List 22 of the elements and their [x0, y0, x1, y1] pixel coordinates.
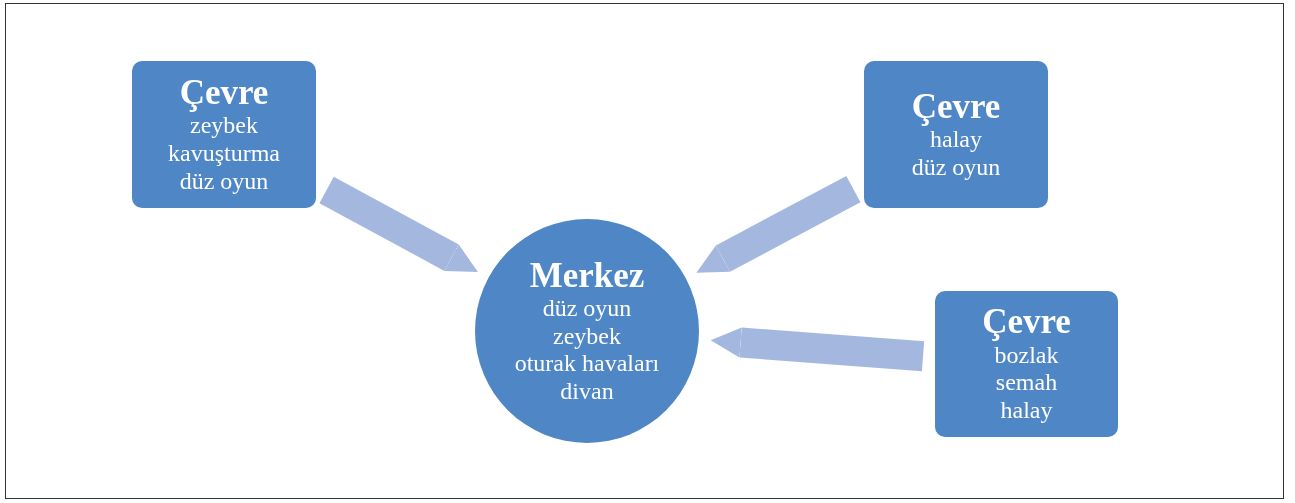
node-item: oturak havaları	[514, 350, 660, 378]
node-title: Çevre	[179, 73, 269, 113]
block-arrow	[696, 175, 861, 273]
node-item: düz oyun	[542, 295, 632, 323]
node-item: bozlak	[994, 341, 1059, 370]
rounded-box	[864, 61, 1048, 208]
node-title: Çevre	[982, 303, 1071, 342]
node-item: kavuşturma	[168, 139, 280, 168]
block-arrow	[710, 327, 925, 372]
rounded-box	[132, 61, 316, 208]
node-item: divan	[560, 377, 614, 406]
rounded-box	[935, 291, 1118, 437]
node-item: halay	[930, 126, 982, 154]
node-item: zeybek	[190, 112, 258, 140]
node-title: Çevre	[911, 87, 1001, 127]
node-item: semah	[995, 369, 1058, 398]
node-title: Merkez	[529, 256, 645, 296]
block-arrow	[319, 176, 478, 272]
node-item: düz oyun	[911, 153, 1001, 182]
node-item: halay	[1000, 397, 1053, 425]
node-item: düz oyun	[179, 167, 269, 196]
node-item: zeybek	[553, 322, 621, 351]
